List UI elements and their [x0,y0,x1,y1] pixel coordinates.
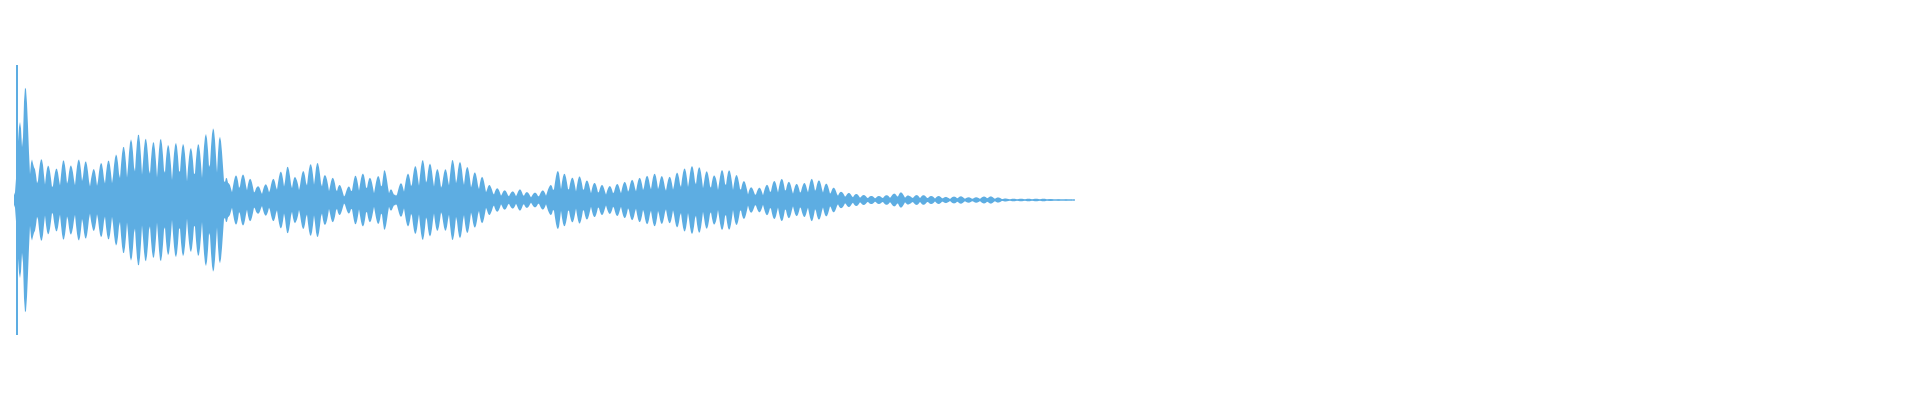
waveform-samples [14,65,1075,335]
waveform-envelope [14,87,1075,313]
